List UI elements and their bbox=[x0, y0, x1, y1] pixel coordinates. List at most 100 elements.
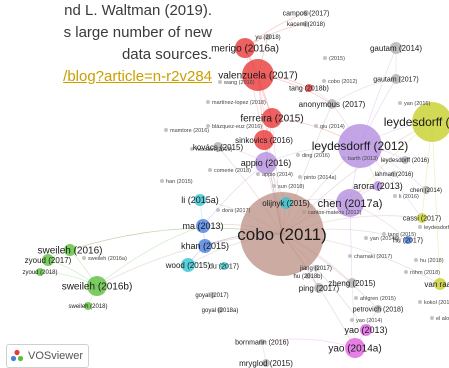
network-node[interactable] bbox=[213, 142, 223, 152]
network-node[interactable] bbox=[255, 152, 277, 174]
network-node-minor[interactable] bbox=[82, 256, 86, 260]
network-node-minor[interactable] bbox=[296, 153, 300, 157]
network-label-minor: röhm (2018) bbox=[410, 270, 440, 276]
network-node[interactable] bbox=[64, 244, 76, 256]
network-node[interactable] bbox=[345, 338, 365, 358]
network-label: mryglod (2015) bbox=[239, 359, 293, 368]
network-node[interactable] bbox=[391, 74, 401, 84]
network-label-minor: comerie (2018) bbox=[214, 168, 251, 174]
network-node[interactable] bbox=[303, 21, 309, 27]
network-label: arora (2013) bbox=[353, 181, 403, 191]
network-node[interactable] bbox=[303, 10, 309, 16]
caption-blog-link[interactable]: /blog?article=n-r2v284 bbox=[63, 68, 212, 85]
network-label-minor: kokol (2017) bbox=[424, 300, 449, 306]
network-node[interactable] bbox=[254, 130, 274, 150]
network-node[interactable] bbox=[336, 189, 364, 217]
network-node[interactable] bbox=[259, 339, 265, 345]
network-label: valenzuela (2017) bbox=[218, 71, 298, 82]
network-node[interactable] bbox=[220, 262, 228, 270]
network-node[interactable] bbox=[374, 305, 382, 313]
network-node[interactable] bbox=[390, 42, 402, 54]
network-node-minor[interactable] bbox=[314, 124, 318, 128]
network-node[interactable] bbox=[262, 359, 270, 367]
network-node[interactable] bbox=[87, 276, 107, 296]
network-label-minor: dora (2017) bbox=[222, 208, 251, 214]
network-node[interactable] bbox=[373, 181, 383, 191]
network-node[interactable] bbox=[417, 213, 427, 223]
network-label: kovács (2015) bbox=[193, 143, 244, 152]
network-node[interactable] bbox=[242, 59, 274, 91]
network-node[interactable] bbox=[422, 186, 430, 194]
network-node-minor[interactable] bbox=[430, 316, 434, 320]
network-node[interactable] bbox=[196, 219, 210, 233]
network-node-minor[interactable] bbox=[393, 194, 397, 198]
network-label: du (2017) bbox=[209, 263, 239, 270]
caption-line-3: data sources. bbox=[121, 46, 212, 63]
network-node-minor[interactable] bbox=[272, 184, 276, 188]
network-node-minor[interactable] bbox=[354, 296, 358, 300]
network-label: goyal (2018a) bbox=[202, 308, 239, 314]
network-node[interactable] bbox=[401, 156, 409, 164]
network-node-minor[interactable] bbox=[206, 124, 210, 128]
network-node-minor[interactable] bbox=[206, 100, 210, 104]
network-node[interactable] bbox=[194, 194, 206, 206]
network-label-minor: yan (2016) bbox=[404, 101, 430, 107]
network-node[interactable] bbox=[360, 324, 372, 336]
network-node[interactable] bbox=[265, 34, 271, 40]
network-node[interactable] bbox=[181, 258, 195, 272]
network-node[interactable] bbox=[235, 38, 255, 58]
network-node-minor[interactable] bbox=[160, 179, 164, 183]
network-node[interactable] bbox=[404, 236, 412, 244]
vosviewer-logo-label: VOSviewer bbox=[28, 350, 84, 362]
network-node-minor[interactable] bbox=[218, 80, 222, 84]
network-node-minor[interactable] bbox=[348, 254, 352, 258]
network-node[interactable] bbox=[314, 283, 324, 293]
network-node-minor[interactable] bbox=[190, 147, 194, 151]
network-node[interactable] bbox=[391, 171, 397, 177]
network-node[interactable] bbox=[313, 265, 319, 271]
network-node[interactable] bbox=[280, 197, 292, 209]
network-node[interactable] bbox=[42, 254, 54, 266]
network-edge bbox=[331, 78, 397, 105]
network-label: bornmann (2016) bbox=[235, 339, 289, 346]
network-label: khan (2015) bbox=[181, 241, 229, 251]
network-node[interactable] bbox=[412, 102, 449, 142]
network-node[interactable] bbox=[327, 99, 337, 109]
network-node-minor[interactable] bbox=[382, 232, 386, 236]
network-node[interactable] bbox=[434, 278, 446, 290]
network-node[interactable] bbox=[338, 124, 382, 168]
network-node-minor[interactable] bbox=[216, 208, 220, 212]
network-node[interactable] bbox=[347, 278, 357, 288]
network-node[interactable] bbox=[209, 292, 215, 298]
network-node[interactable] bbox=[305, 84, 313, 92]
network-node[interactable] bbox=[240, 192, 324, 276]
network-node-minor[interactable] bbox=[164, 128, 168, 132]
network-node-minor[interactable] bbox=[350, 318, 354, 322]
network-node[interactable] bbox=[84, 302, 92, 310]
network-node-minor[interactable] bbox=[364, 236, 368, 240]
network-node-minor[interactable] bbox=[414, 258, 418, 262]
network-node[interactable] bbox=[305, 273, 311, 279]
network-node-minor[interactable] bbox=[323, 56, 327, 60]
network-node-minor[interactable] bbox=[298, 175, 302, 179]
network-label: li (2015a) bbox=[181, 195, 219, 205]
network-label: cassi (2017) bbox=[403, 215, 441, 222]
network-node-minor[interactable] bbox=[404, 270, 408, 274]
network-node-minor[interactable] bbox=[322, 79, 326, 83]
network-node[interactable] bbox=[262, 108, 282, 128]
network-label-minor: hossain (2015) bbox=[196, 147, 233, 153]
network-label-minor: hu (2018) bbox=[420, 258, 444, 264]
network-node[interactable] bbox=[36, 268, 44, 276]
network-node[interactable] bbox=[217, 307, 223, 313]
network-node-minor[interactable] bbox=[208, 168, 212, 172]
vosviewer-logo[interactable]: VOSviewer bbox=[6, 344, 90, 368]
network-node-minor[interactable] bbox=[418, 300, 422, 304]
network-label-minor: blázquez-euz (2016) bbox=[212, 124, 262, 130]
network-label: ma (2013) bbox=[182, 221, 223, 231]
network-node-minor[interactable] bbox=[418, 225, 422, 229]
network-node[interactable] bbox=[198, 239, 212, 253]
network-node-minor[interactable] bbox=[398, 101, 402, 105]
network-label: anonymous (2017) bbox=[299, 100, 366, 109]
network-node-minor[interactable] bbox=[256, 172, 260, 176]
